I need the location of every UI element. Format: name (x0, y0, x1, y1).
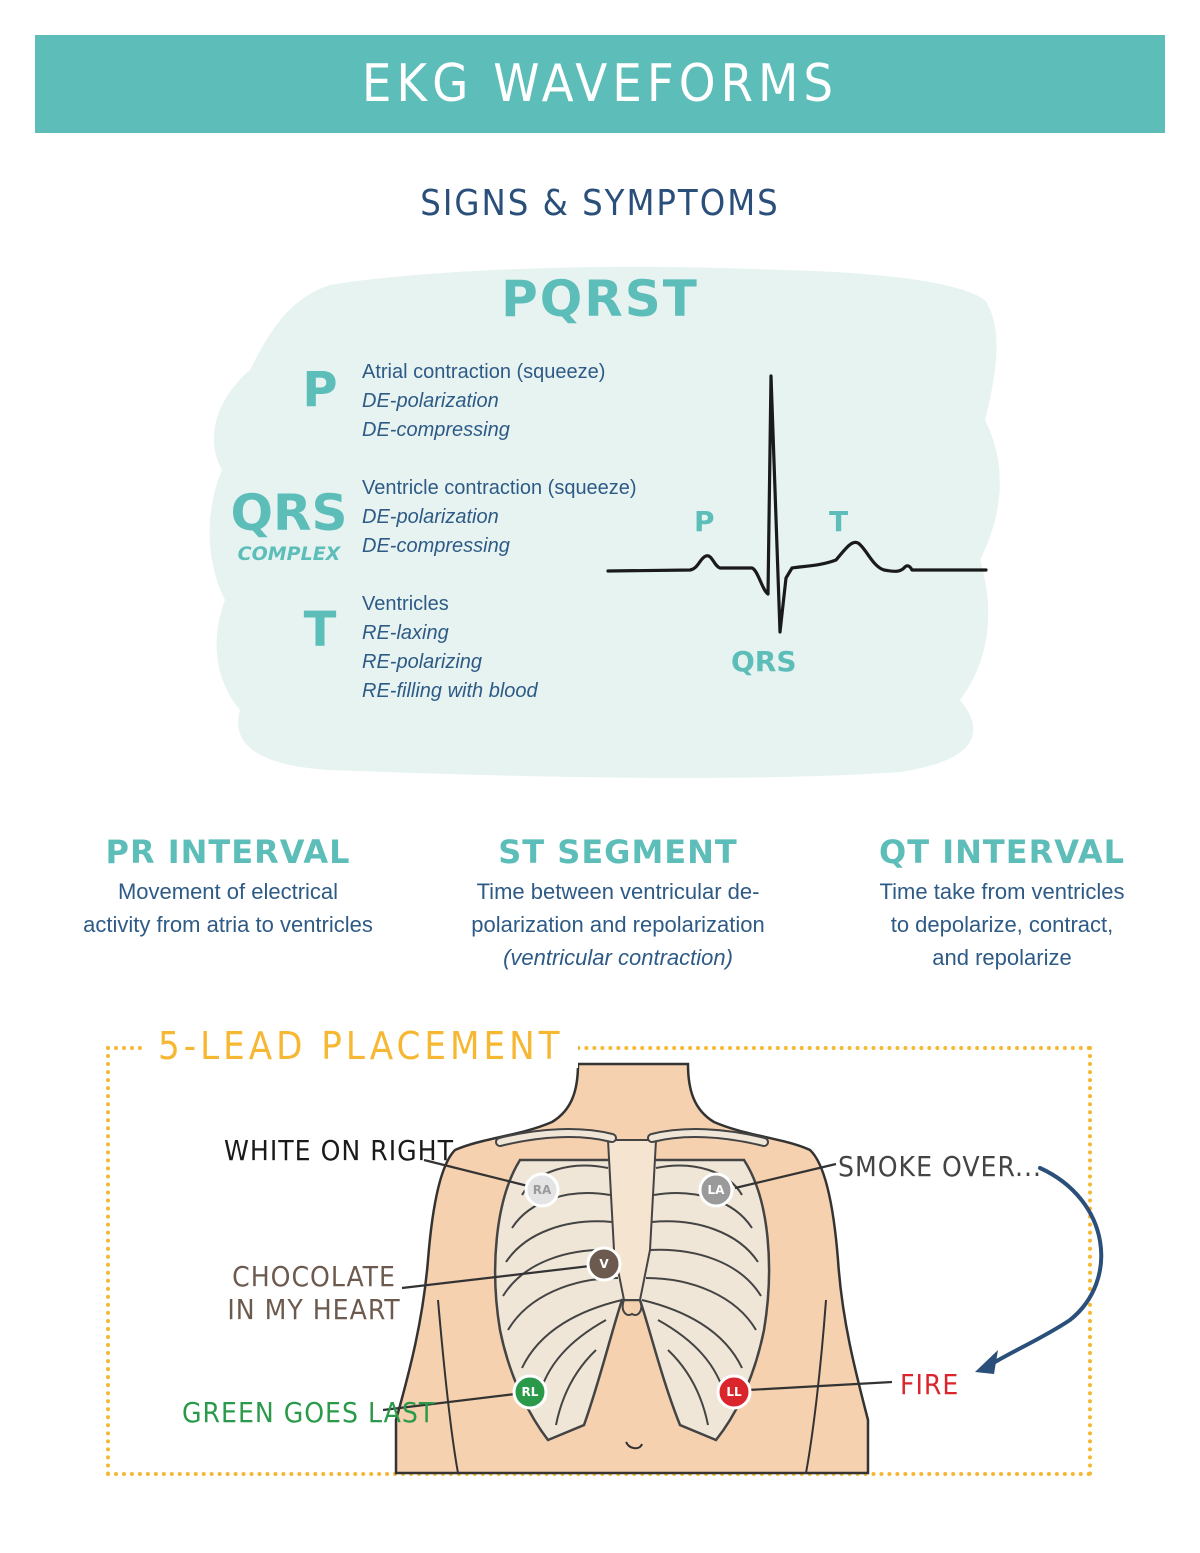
qt-interval-line-3: and repolarize (932, 945, 1072, 970)
qrs-complex-label: COMPLEX (237, 543, 341, 565)
t-wave-description: Ventricles RE-laxing RE-polarizing RE-fi… (362, 590, 538, 706)
callout-chocolate-1: CHOCOLATE (232, 1260, 396, 1293)
t-wave-letter: T (303, 602, 337, 658)
lead-rl-icon: RL (512, 1374, 548, 1410)
lead-ll-icon: LL (716, 1374, 752, 1410)
pqrst-background-wash (209, 266, 1000, 778)
pqrst-title: PQRST (501, 270, 699, 328)
ekg-p-label: P (694, 505, 715, 538)
qrs-line-3: DE-compressing (362, 535, 510, 557)
callout-white-on-right: WHITE ON RIGHT (224, 1134, 455, 1167)
qrs-line-2: DE-polarization (362, 506, 499, 528)
qrs-letter: QRS (230, 484, 348, 542)
ekg-qrs-label: QRS (731, 645, 797, 678)
qt-interval-line-2: to depolarize, contract, (890, 912, 1114, 937)
t-wave-line-4: RE-filling with blood (362, 680, 538, 702)
callout-green-goes-last: GREEN GOES LAST (182, 1396, 436, 1429)
lead-ra-icon: RA (524, 1172, 560, 1208)
p-wave-line-3: DE-compressing (362, 419, 510, 441)
t-wave-line-2: RE-laxing (362, 622, 449, 644)
qt-interval-title: QT INTERVAL (879, 833, 1125, 871)
p-wave-description: Atrial contraction (squeeze) DE-polariza… (362, 358, 605, 445)
callout-chocolate-2: IN MY HEART (227, 1293, 401, 1326)
title-banner: EKG WAVEFORMS (35, 35, 1165, 133)
lead-la-icon: LA (698, 1172, 734, 1208)
svg-text:RL: RL (522, 1385, 539, 1399)
section-subtitle: SIGNS & SYMPTOMS (420, 183, 780, 224)
p-wave-letter: P (302, 362, 338, 418)
qt-interval-line-1: Time take from ventricles (879, 879, 1125, 904)
qrs-line-1: Ventricle contraction (squeeze) (362, 477, 637, 499)
page-title: EKG WAVEFORMS (361, 54, 839, 114)
st-segment-block: ST SEGMENT Time between ventricular de- … (420, 833, 816, 974)
pr-interval-line-2: activity from atria to ventricles (83, 912, 373, 937)
lead-placement-title: 5-LEAD PLACEMENT (144, 1024, 578, 1068)
st-segment-note: (ventricular contraction) (503, 945, 733, 970)
p-wave-line-2: DE-polarization (362, 390, 499, 412)
st-segment-line-2: polarization and repolarization (471, 912, 765, 937)
svg-text:RA: RA (533, 1183, 552, 1197)
st-segment-line-1: Time between ventricular de- (476, 879, 760, 904)
pr-interval-line-1: Movement of electrical (117, 879, 339, 904)
pr-interval-block: PR INTERVAL Movement of electrical activ… (30, 833, 426, 941)
callout-smoke-over: SMOKE OVER... (838, 1150, 1042, 1183)
svg-text:V: V (599, 1257, 609, 1271)
svg-text:LA: LA (708, 1183, 726, 1197)
lead-v-icon: V (586, 1246, 622, 1282)
p-wave-line-1: Atrial contraction (squeeze) (362, 361, 606, 383)
ekg-t-label: T (829, 505, 849, 538)
qt-interval-block: QT INTERVAL Time take from ventricles to… (812, 833, 1192, 974)
pr-interval-title: PR INTERVAL (105, 833, 351, 871)
t-wave-line-3: RE-polarizing (362, 651, 483, 673)
svg-text:LL: LL (726, 1385, 742, 1399)
ekg-trace (606, 374, 988, 634)
callout-fire: FIRE (900, 1368, 960, 1401)
t-wave-line-1: Ventricles (362, 593, 449, 615)
qrs-description: Ventricle contraction (squeeze) DE-polar… (362, 474, 637, 561)
st-segment-title: ST SEGMENT (498, 833, 738, 871)
